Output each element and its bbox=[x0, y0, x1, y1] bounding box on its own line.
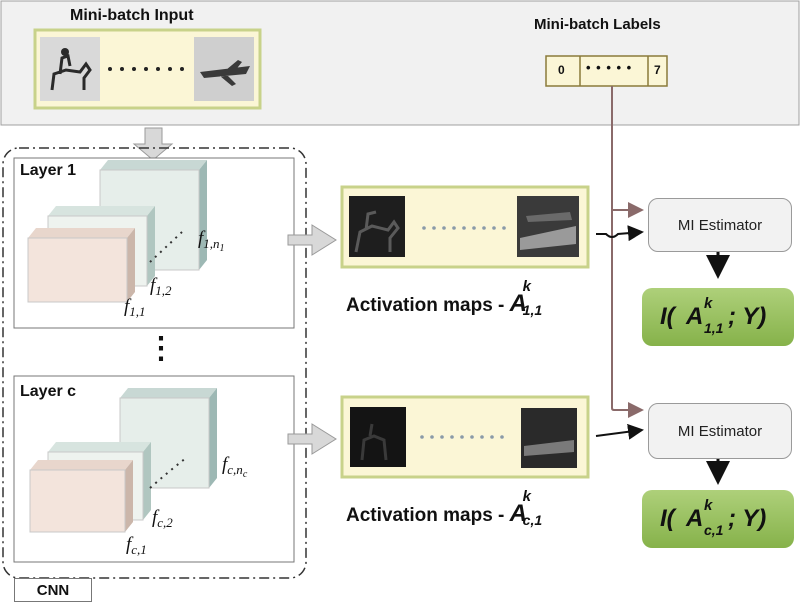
mi-estimator-c: MI Estimator bbox=[648, 403, 792, 459]
filter-label-1-2: f1,2 bbox=[150, 275, 172, 298]
input-title: Mini-batch Input bbox=[70, 7, 194, 24]
layer1-feature-maps bbox=[27, 160, 207, 303]
layerc-title: Layer c bbox=[20, 383, 77, 400]
layer-ellipsis: ⋮ bbox=[146, 332, 176, 365]
filter-label-1-1: f1,1 bbox=[124, 296, 146, 319]
cnn-label: CNN bbox=[14, 578, 92, 602]
cnn-boundary bbox=[2, 147, 307, 579]
mi-result-c: I( A k c,1 ; Y) bbox=[642, 490, 794, 548]
filter-label-1-n: f1,n1 bbox=[198, 228, 225, 254]
labels-box bbox=[545, 55, 668, 87]
filter-label-c-1: fc,1 bbox=[126, 534, 147, 557]
layer1-output-arrow bbox=[287, 224, 337, 256]
mi-estimator-1: MI Estimator bbox=[648, 198, 792, 252]
layerc-output-arrow bbox=[287, 423, 337, 455]
label-first: 0 bbox=[558, 63, 565, 77]
label-dots: • • • • • bbox=[586, 60, 633, 75]
labels-title: Mini-batch Labels bbox=[534, 16, 661, 33]
filter-label-c-n: fc,nc bbox=[222, 454, 248, 480]
layerc-feature-maps bbox=[29, 388, 217, 533]
filter-label-c-2: fc,2 bbox=[152, 507, 173, 530]
mi-result-1: I( A k 1,1 ; Y) bbox=[642, 288, 794, 346]
label-last: 7 bbox=[654, 63, 661, 77]
layer1-title: Layer 1 bbox=[20, 162, 77, 179]
input-down-arrow bbox=[132, 127, 174, 161]
